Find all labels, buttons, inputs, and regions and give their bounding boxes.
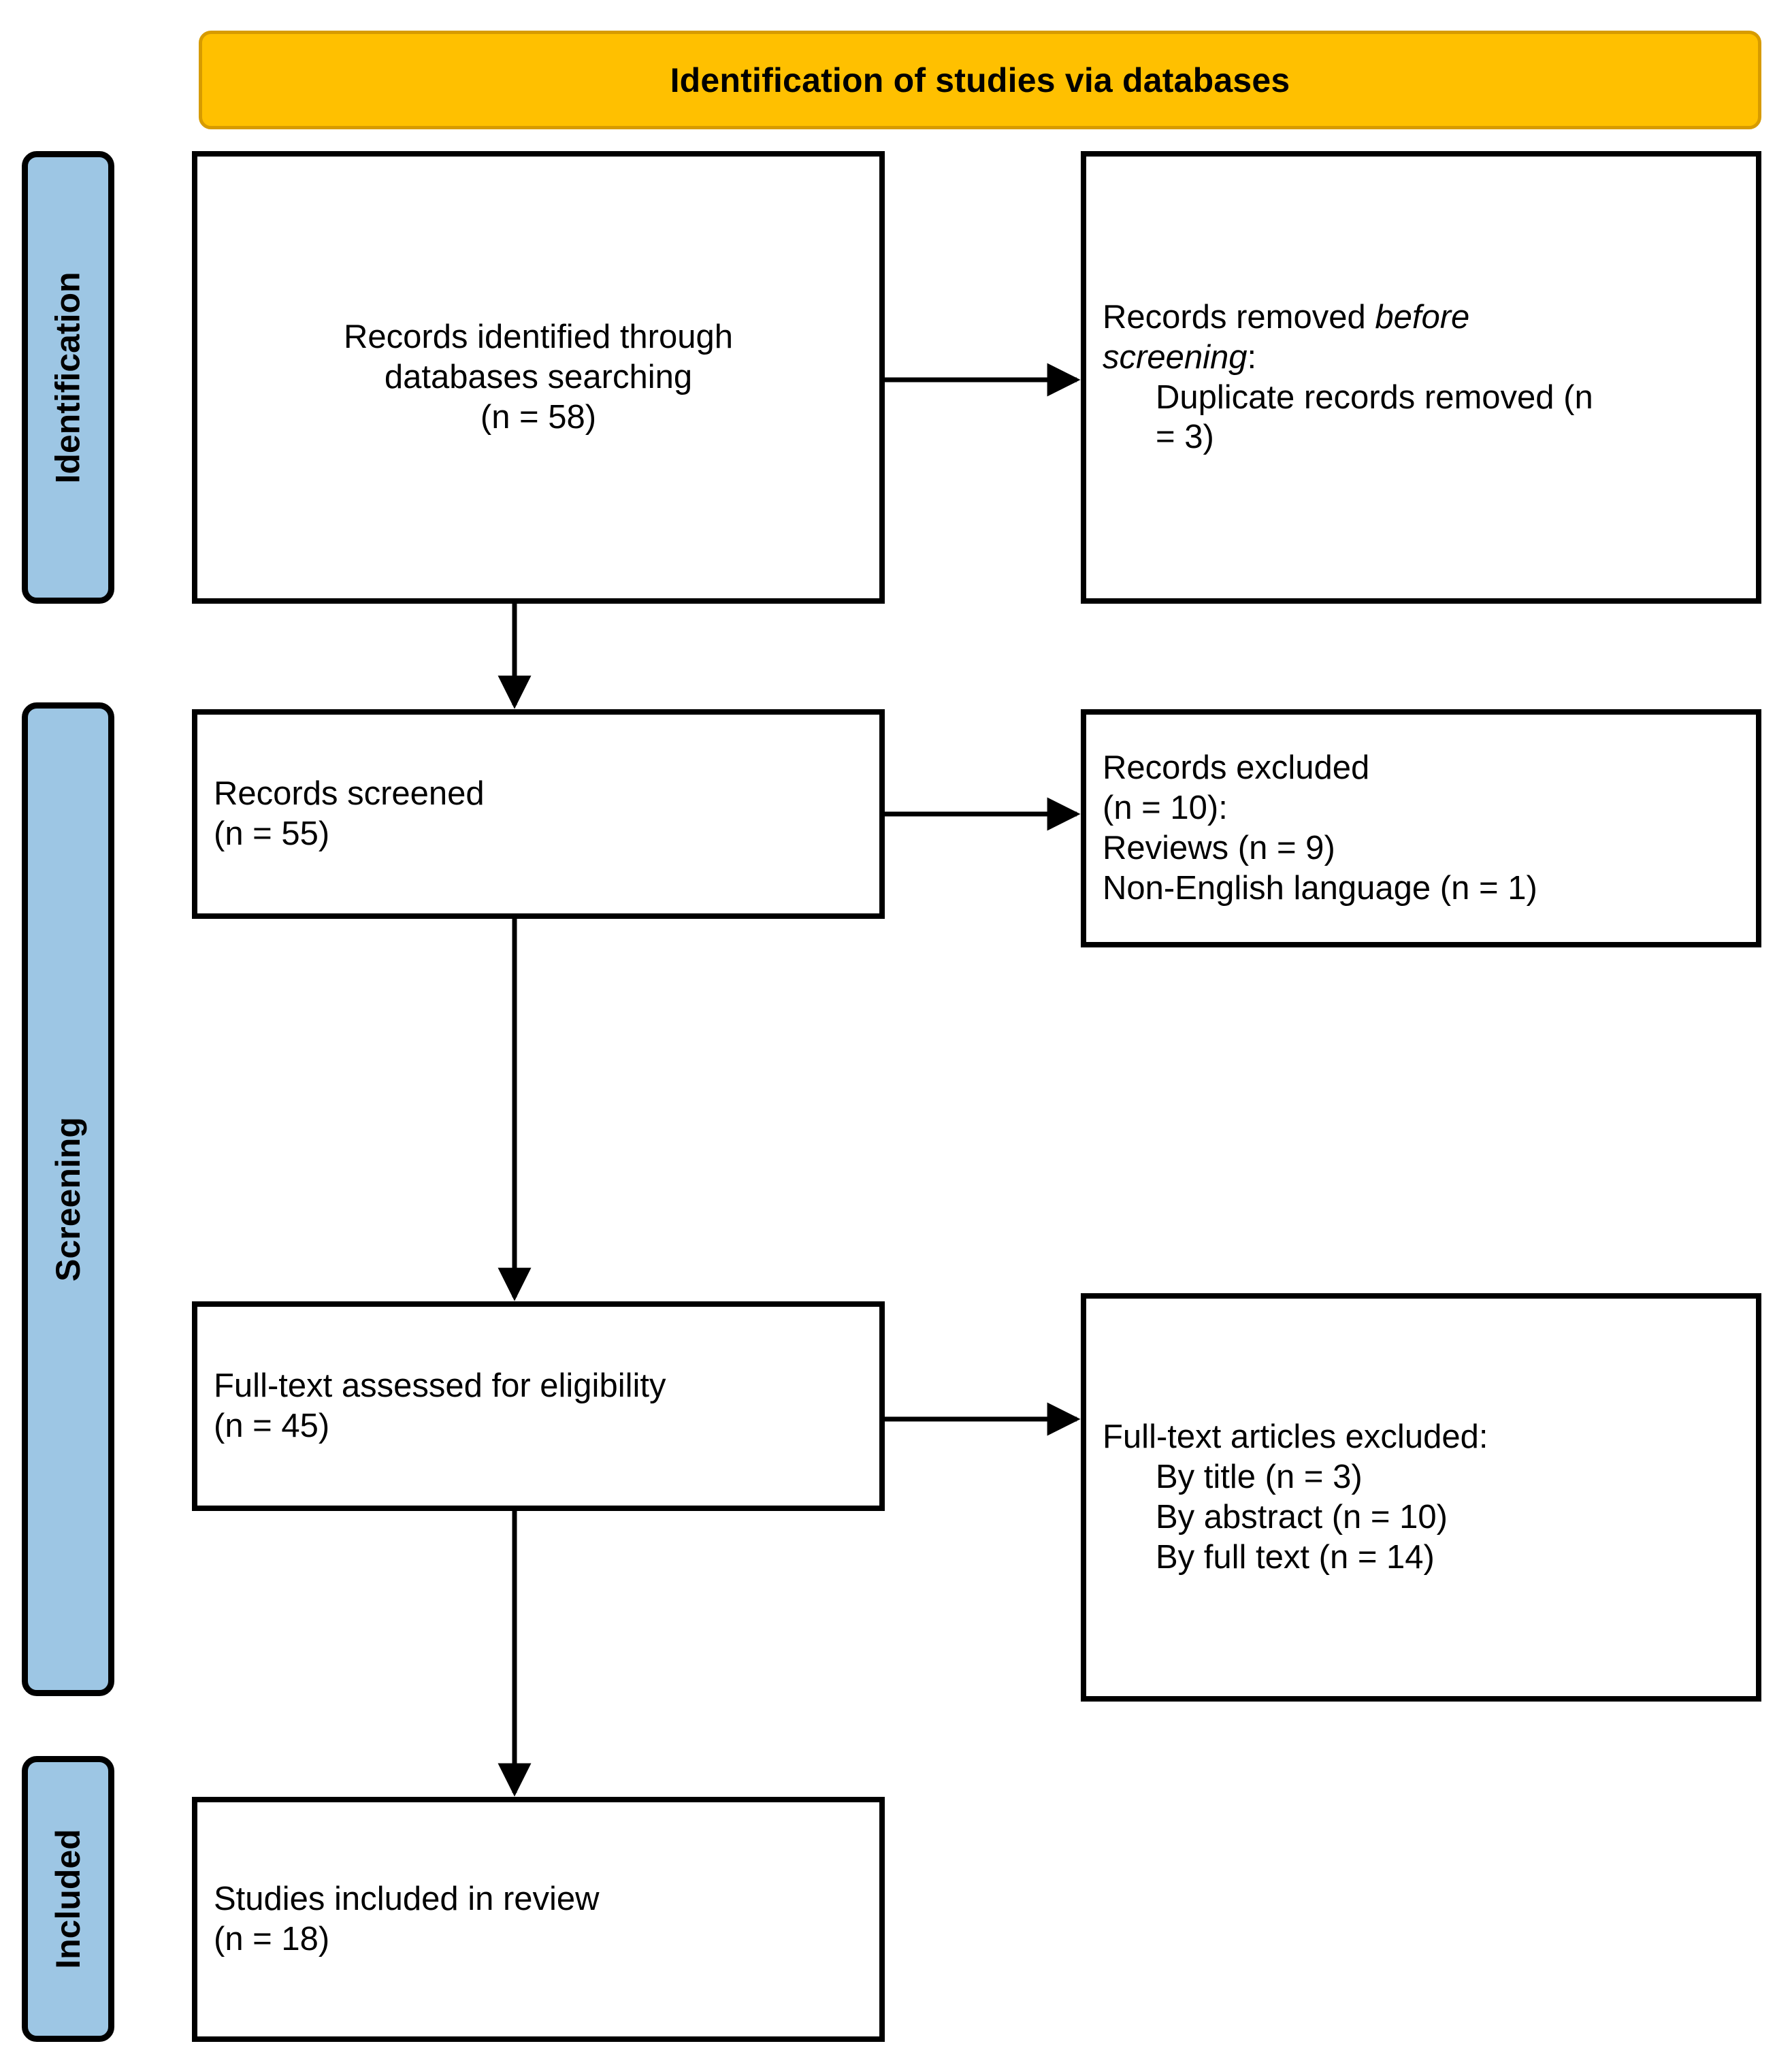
box-fulltext-excluded-by-title: By title (n = 3) [1156, 1459, 1363, 1496]
box-records-removed-before-screening: Records removed before screening: Duplic… [1081, 151, 1761, 604]
box-records-screened-label: Records screened [214, 775, 485, 813]
stage-tab-identification: Identification [22, 151, 114, 604]
box-records-identified-line-2: databases searching [384, 359, 693, 396]
box-records-removed-line-2: screening: [1103, 338, 1740, 378]
box-records-excluded: Records excluded (n = 10): Reviews (n = … [1081, 709, 1761, 947]
phase-banner-label: Identification of studies via databases [670, 61, 1290, 99]
box-studies-included-count: (n = 18) [214, 1921, 330, 1957]
box-studies-included: Studies included in review (n = 18) [192, 1797, 885, 2042]
box-fulltext-assessed-label: Full-text assessed for eligibility [214, 1367, 666, 1405]
box-records-excluded-count: (n = 10): [1103, 790, 1228, 827]
box-records-screened-count: (n = 55) [214, 815, 330, 852]
box-records-removed-colon: : [1247, 338, 1257, 376]
stage-tab-screening-label: Screening [49, 1117, 87, 1282]
box-records-identified-count: (n = 58) [480, 398, 597, 436]
box-records-removed-italic-before: before [1375, 298, 1470, 336]
box-records-identified: Records identified through databases sea… [192, 151, 885, 604]
box-records-excluded-label: Records excluded [1103, 749, 1370, 787]
box-records-removed-duplicate-count: = 3) [1156, 419, 1214, 456]
box-records-removed-duplicate-line: Duplicate records removed (n [1156, 378, 1593, 416]
box-records-excluded-non-english: Non-English language (n = 1) [1103, 869, 1537, 907]
phase-banner-identification: Identification of studies via databases [199, 31, 1761, 129]
box-fulltext-excluded-by-abstract: By abstract (n = 10) [1156, 1499, 1448, 1535]
stage-tab-screening: Screening [22, 702, 114, 1696]
stage-tab-included: Included [22, 1756, 114, 2042]
box-records-removed-line-1: Records removed before [1103, 297, 1740, 338]
box-records-removed-prefix: Records removed [1103, 298, 1375, 336]
box-records-identified-line-1: Records identified through [343, 319, 734, 356]
box-studies-included-label: Studies included in review [214, 1881, 600, 1918]
box-fulltext-excluded-by-full-text: By full text (n = 14) [1156, 1538, 1435, 1576]
stage-tab-identification-label: Identification [49, 271, 88, 484]
box-fulltext-assessed-count: (n = 45) [214, 1408, 330, 1444]
box-records-removed-italic-screening: screening [1103, 338, 1248, 376]
box-records-excluded-reviews: Reviews (n = 9) [1103, 830, 1335, 866]
stage-tab-included-label: Included [49, 1829, 88, 1969]
box-fulltext-assessed: Full-text assessed for eligibility (n = … [192, 1301, 885, 1511]
box-fulltext-excluded-header: Full-text articles excluded: [1103, 1418, 1488, 1456]
box-records-screened: Records screened (n = 55) [192, 709, 885, 919]
box-fulltext-articles-excluded: Full-text articles excluded: By title (n… [1081, 1293, 1761, 1702]
